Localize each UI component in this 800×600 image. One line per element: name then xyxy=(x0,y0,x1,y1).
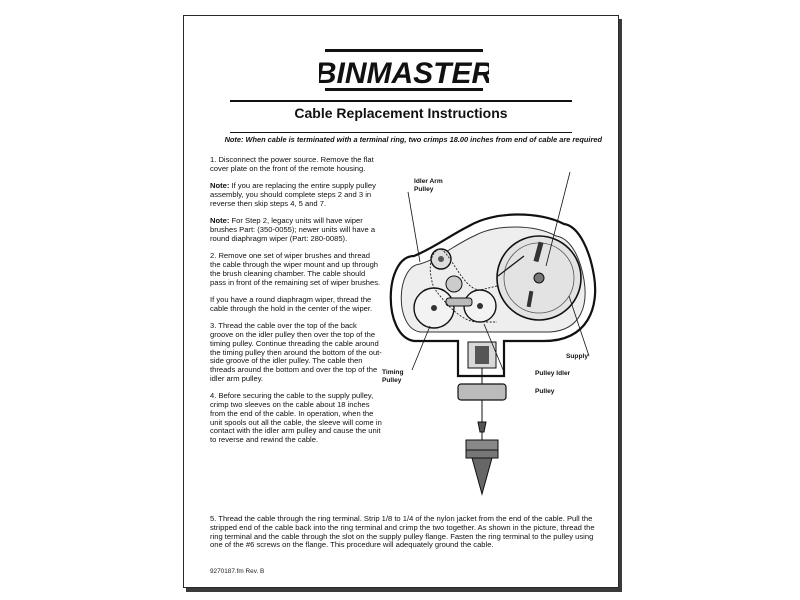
leader-idler-arm xyxy=(407,191,421,263)
note-text: For Step 2, legacy units will have wiper… xyxy=(210,216,376,243)
cable-outlet xyxy=(475,346,489,364)
title-top-rule xyxy=(230,100,572,102)
pulley-idler-hub xyxy=(477,303,483,309)
supply-pulley-hub xyxy=(533,272,545,284)
label-pulley: Pulley xyxy=(535,388,555,395)
note-label: Note: xyxy=(210,181,230,191)
probe-tip xyxy=(471,457,493,496)
instruction-steps: 1. Disconnect the power source. Remove t… xyxy=(210,155,382,454)
step-3: 3. Thread the cable over the top of the … xyxy=(210,321,382,383)
step-4: 4. Before securing the cable to the supp… xyxy=(210,391,382,445)
document-footer: 9270187.fm Rev. B xyxy=(210,568,265,575)
label-line: Timing xyxy=(382,369,404,376)
instruction-sheet: BINMASTER Cable Replacement Instructions… xyxy=(183,15,619,588)
label-idler-arm-pulley: Idler Arm Pulley xyxy=(414,178,443,194)
label-line: Pulley xyxy=(414,186,434,193)
note-label: Note: xyxy=(210,216,230,226)
idler-arm-hub xyxy=(438,256,444,262)
note-text: If you are replacing the entire supply p… xyxy=(210,181,376,208)
probe-weight xyxy=(465,439,499,451)
logo-wordmark: BINMASTER xyxy=(319,57,489,90)
logo-top-bar xyxy=(325,49,483,52)
step-5: 5. Thread the cable through the ring ter… xyxy=(210,514,595,550)
probe-weight xyxy=(465,449,499,459)
ring-terminal xyxy=(477,421,487,433)
label-line: Pulley xyxy=(382,377,402,384)
binmaster-logo: BINMASTER xyxy=(319,49,489,91)
leader-supply-top xyxy=(545,171,571,267)
housing-illustration xyxy=(389,171,597,496)
supply-flange-slot xyxy=(533,241,544,263)
label-pulley-idler: Pulley Idler xyxy=(535,370,571,377)
leader-pulley-idler xyxy=(483,323,505,373)
page-title: Cable Replacement Instructions xyxy=(294,105,508,121)
label-supply: Supply xyxy=(566,353,588,360)
cable-path xyxy=(429,248,498,323)
leader-timing xyxy=(411,325,431,371)
title-bottom-rule xyxy=(230,132,572,133)
label-timing-pulley: Timing Pulley xyxy=(382,369,404,385)
terminal-ring-note: Note: When cable is terminated with a te… xyxy=(224,135,602,144)
wiper-cap xyxy=(457,383,507,401)
cable-to-supply xyxy=(497,255,525,277)
note-wiper-parts: Note: For Step 2, legacy units will have… xyxy=(210,216,382,243)
logo-bottom-bar xyxy=(325,88,483,91)
timing-pulley-hub xyxy=(431,305,437,311)
cable-routing-diagram: Idler Arm Pulley Supply Timing Pulley Pu… xyxy=(374,156,610,501)
note-supply-pulley: Note: If you are replacing the entire su… xyxy=(210,181,382,208)
label-line: Idler Arm xyxy=(414,178,443,185)
supply-flange-slot xyxy=(526,290,534,308)
step-2-diaphragm: If you have a round diaphragm wiper, thr… xyxy=(210,294,373,313)
wiper-mount xyxy=(445,297,473,307)
leader-supply xyxy=(568,295,590,357)
step-1: 1. Disconnect the power source. Remove t… xyxy=(210,155,374,173)
gear xyxy=(445,275,463,293)
step-2: 2. Remove one set of wiper brushes and t… xyxy=(210,251,381,287)
